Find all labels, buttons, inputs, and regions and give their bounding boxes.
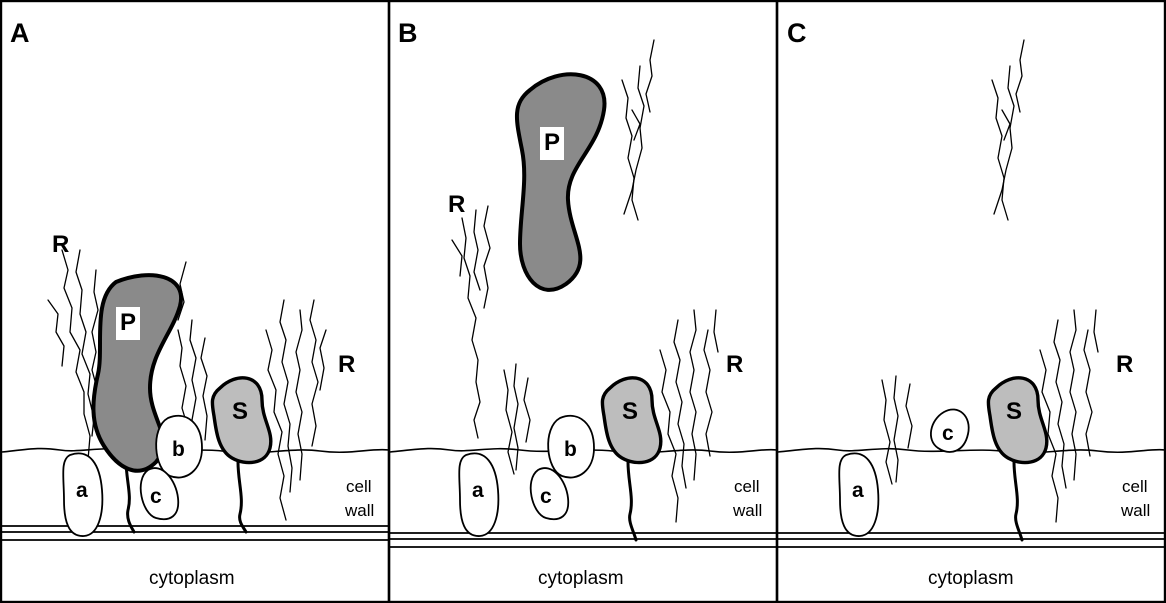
label-cell-a: cell <box>346 477 372 496</box>
label-wall-a: wall <box>344 501 374 520</box>
label-a-a: a <box>76 479 88 502</box>
stem-s-c <box>1014 462 1022 540</box>
fiber-r-anchored-right-b <box>660 310 718 522</box>
label-r-right-c: R <box>1116 351 1133 378</box>
panel-frame-c <box>777 1 1165 602</box>
label-c-c: c <box>942 422 954 445</box>
label-cytoplasm-c: cytoplasm <box>928 568 1014 589</box>
label-r-left-a: R <box>52 231 69 258</box>
panel-a: A a <box>2 18 389 589</box>
fiber-r-detached-b <box>452 206 490 438</box>
label-a-b: a <box>472 479 484 502</box>
label-wall-c: wall <box>1120 501 1150 520</box>
label-r-right-b: R <box>726 351 743 378</box>
label-r-right-a: R <box>338 351 355 378</box>
cell-wall-surface-c <box>778 449 1165 454</box>
panel-frame-a <box>1 1 389 602</box>
fiber-r-anchored-left-b <box>504 364 530 474</box>
label-cytoplasm-b: cytoplasm <box>538 568 624 589</box>
fiber-r-anchored-right-c <box>1040 310 1098 522</box>
stem-s-a <box>238 462 246 532</box>
panel-letter-b: B <box>398 18 418 48</box>
label-s-a: S <box>232 398 248 425</box>
fiber-x-detached-b <box>622 40 654 220</box>
label-a-c: a <box>852 479 864 502</box>
molecule-p-b <box>517 74 605 290</box>
label-b-a: b <box>172 438 185 461</box>
label-p-a: P <box>120 309 136 336</box>
fiber-r-anchored-left-c <box>882 376 912 484</box>
panel-letter-c: C <box>787 18 807 48</box>
label-cell-b: cell <box>734 477 760 496</box>
panel-c: C a c S <box>778 18 1165 589</box>
fiber-x-detached-c <box>992 40 1024 220</box>
label-r-left-b: R <box>448 191 465 218</box>
stem-s-b <box>628 462 636 540</box>
label-c-a: c <box>150 485 162 508</box>
panel-b: B <box>390 18 777 589</box>
label-s-b: S <box>622 398 638 425</box>
label-c-b: c <box>540 485 552 508</box>
fiber-r-right-a <box>266 300 326 520</box>
label-s-c: S <box>1006 398 1022 425</box>
label-wall-b: wall <box>732 501 762 520</box>
label-b-b: b <box>564 438 577 461</box>
label-p-b: P <box>544 129 560 156</box>
label-cytoplasm-a: cytoplasm <box>149 568 235 589</box>
panel-letter-a: A <box>10 18 30 48</box>
label-cell-c: cell <box>1122 477 1148 496</box>
